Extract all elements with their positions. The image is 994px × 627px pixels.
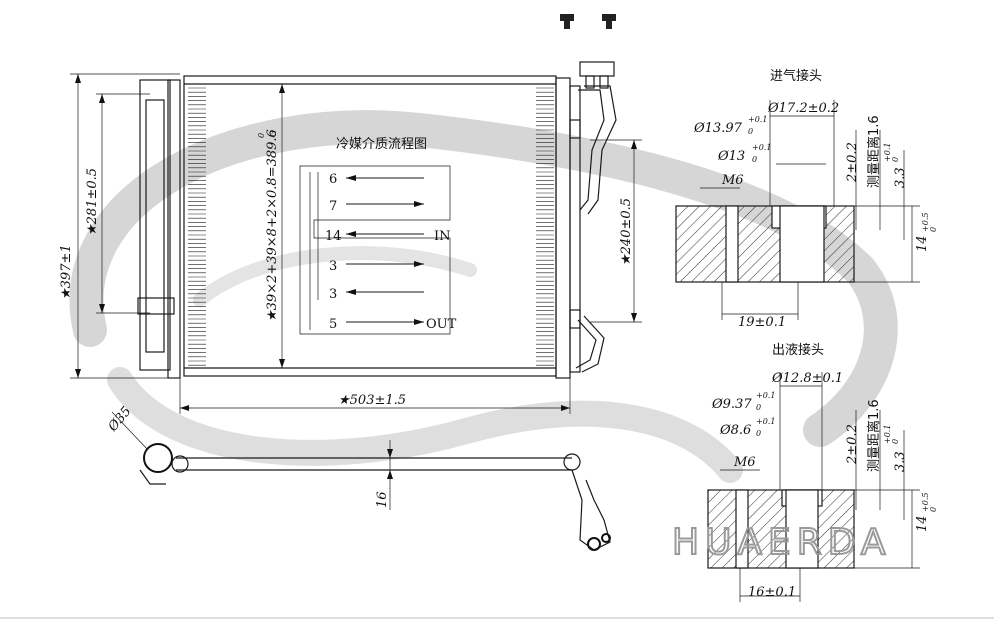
dim-height-inner: ★281±0.5 — [85, 168, 100, 236]
outlet-h4-tol-lower: 0 — [929, 507, 938, 512]
inlet-h4-tol-lower: 0 — [929, 227, 938, 232]
inlet-thread: M6 — [721, 173, 744, 188]
dim-right: ★240±0.5 — [619, 198, 634, 266]
main-view — [70, 14, 642, 414]
inlet-d2-tol-upper: +0.1 — [748, 115, 767, 124]
dim-core: ★39×2+39×8+2×0.8=389.6 — [265, 129, 280, 322]
dim-width: ★503±1.5 — [338, 393, 406, 408]
inlet-h4-tol-upper: +0.5 — [921, 213, 930, 232]
inlet-h2: 测量距离1.6 — [866, 115, 882, 188]
outlet-d3-tol-lower: 0 — [756, 429, 761, 438]
flow-arrow-head — [346, 231, 356, 237]
flow-arrow-head — [414, 201, 424, 207]
flow-pass-6: 5 — [329, 317, 337, 332]
bolt-icon — [560, 14, 616, 29]
outlet-h2: 测量距离1.6 — [866, 399, 882, 472]
flow-pass-4: 3 — [329, 259, 337, 274]
inlet-h1: 2±0.2 — [845, 142, 860, 183]
outlet-h4-tol-upper: +0.5 — [921, 493, 930, 512]
inlet-d3-tol-upper: +0.1 — [752, 143, 771, 152]
inlet-section-view — [675, 100, 920, 320]
dim-core-tol-lower: -3 — [269, 130, 278, 138]
core-fins — [188, 87, 554, 366]
flow-arrow-head — [346, 175, 356, 181]
inlet-width: 19±0.1 — [738, 315, 786, 330]
watermark-swirl — [69, 110, 898, 483]
inlet-d3: Ø13 — [717, 149, 745, 164]
flow-pass-3: 14 — [325, 229, 342, 244]
outlet-d1: Ø12.8±0.1 — [771, 371, 843, 386]
inlet-h3: 3.3 — [893, 167, 908, 188]
outlet-h3: 3.3 — [893, 451, 908, 472]
inlet-h4: 14 — [915, 235, 930, 252]
outlet-thread: M6 — [733, 455, 756, 470]
flow-title: 冷媒介质流程图 — [336, 137, 427, 152]
flow-diagram — [299, 165, 451, 335]
flow-in-label: IN — [434, 229, 451, 244]
bottom-view — [111, 411, 611, 551]
dim-core-tol-upper: 0 — [257, 133, 266, 138]
outlet-d3: Ø8.6 — [719, 423, 751, 438]
flow-pass-2: 7 — [329, 199, 337, 214]
dim-height-total: ★397±1 — [59, 244, 74, 300]
outlet-h3-tol-lower: 0 — [891, 439, 900, 444]
outlet-section-view — [707, 372, 920, 602]
flow-out-label: OUT — [426, 317, 457, 332]
outlet-d2-tol-lower: 0 — [756, 403, 761, 412]
inlet-d2-tol-lower: 0 — [748, 127, 753, 136]
outlet-width: 16±0.1 — [748, 585, 796, 600]
watermark-text: HUAERDA — [672, 522, 892, 563]
outlet-d2-tol-upper: +0.1 — [756, 391, 775, 400]
inlet-d2: Ø13.97 — [693, 121, 743, 136]
inlet-h3-tol-upper: +0.1 — [883, 143, 892, 162]
bottom-thickness: 16 — [375, 491, 390, 508]
inlet-h3-tol-lower: 0 — [891, 157, 900, 162]
outlet-d2: Ø9.37 — [711, 397, 752, 412]
flow-arrow-head — [414, 319, 424, 325]
inlet-title: 进气接头 — [770, 68, 822, 84]
flow-pass-1: 6 — [329, 172, 337, 187]
inlet-d1: Ø17.2±0.2 — [767, 101, 839, 116]
flow-arrow-head — [346, 289, 356, 295]
outlet-h3-tol-upper: +0.1 — [883, 425, 892, 444]
outlet-h1: 2±0.2 — [845, 424, 860, 465]
inlet-d3-tol-lower: 0 — [752, 155, 757, 164]
outlet-h4: 14 — [915, 515, 930, 532]
outlet-d3-tol-upper: +0.1 — [756, 417, 775, 426]
flow-arrow-head — [414, 261, 424, 267]
flow-pass-5: 3 — [329, 287, 337, 302]
outlet-title: 出液接头 — [772, 342, 824, 358]
